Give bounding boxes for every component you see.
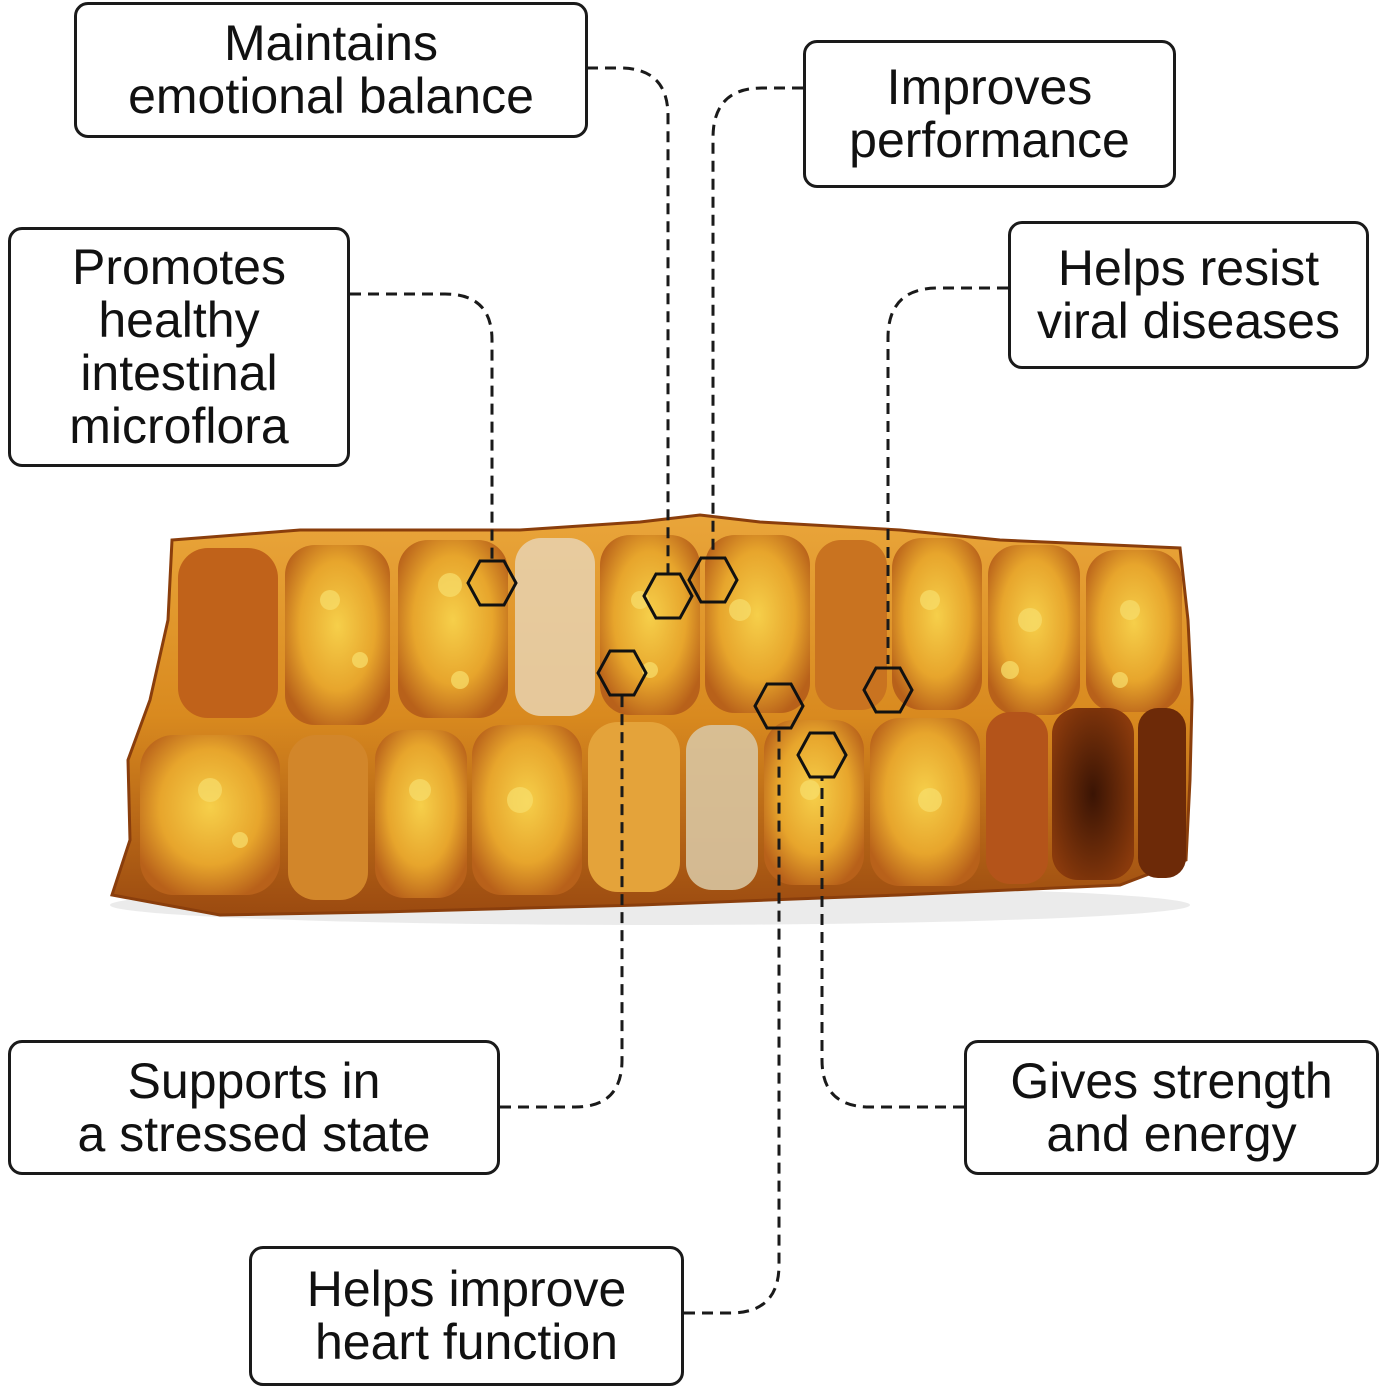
hex-marker-emotional [642,572,694,620]
callout-text: microflora [69,398,289,454]
callout-text: Helps resist [1057,240,1320,296]
callout-text: Promotes [72,239,286,295]
hex-marker-intestinal [466,559,518,607]
callout-heart-function: Helps improve heart function [249,1246,684,1386]
connector-stressed [500,695,624,1109]
callout-text: Gives strength [1010,1052,1333,1109]
callout-text: viral diseases [1037,293,1340,349]
callout-text: Supports in [127,1052,381,1109]
callout-text: emotional balance [128,68,534,124]
callout-intestinal-microflora: Promotes healthy intestinal microflora [8,227,350,467]
callout-text: and energy [1046,1105,1297,1162]
connector-performance [711,86,803,556]
hex-marker-performance [687,556,739,604]
callout-text: performance [849,112,1130,168]
connector-strength [820,777,964,1109]
callout-text: Helps improve [306,1261,627,1317]
callout-text: Maintains [224,15,438,71]
hex-marker-heart [753,682,805,730]
connector-viral [886,286,1008,664]
upper-cell-row [178,535,1182,725]
callout-text: intestinal [80,345,278,401]
callout-emotional-balance: Maintains emotional balance [74,2,588,138]
hex-marker-stressed [596,649,648,697]
connector-lines [350,66,1008,1315]
connector-emotional [587,66,670,573]
callout-strength-energy: Gives strength and energy [964,1040,1379,1175]
callout-performance: Improves performance [803,40,1176,188]
callout-text: heart function [315,1314,618,1370]
callout-text: Improves [886,59,1093,115]
hexagon-markers [466,556,914,779]
hex-marker-viral [862,666,914,714]
callout-stressed-state: Supports in a stressed state [8,1040,500,1175]
connector-intestinal [350,292,494,560]
callout-viral-diseases: Helps resist viral diseases [1008,221,1369,369]
callout-text: a stressed state [77,1105,431,1162]
hex-marker-strength [796,731,848,779]
callout-text: healthy [98,292,260,348]
honeycomb-image [110,513,1194,925]
